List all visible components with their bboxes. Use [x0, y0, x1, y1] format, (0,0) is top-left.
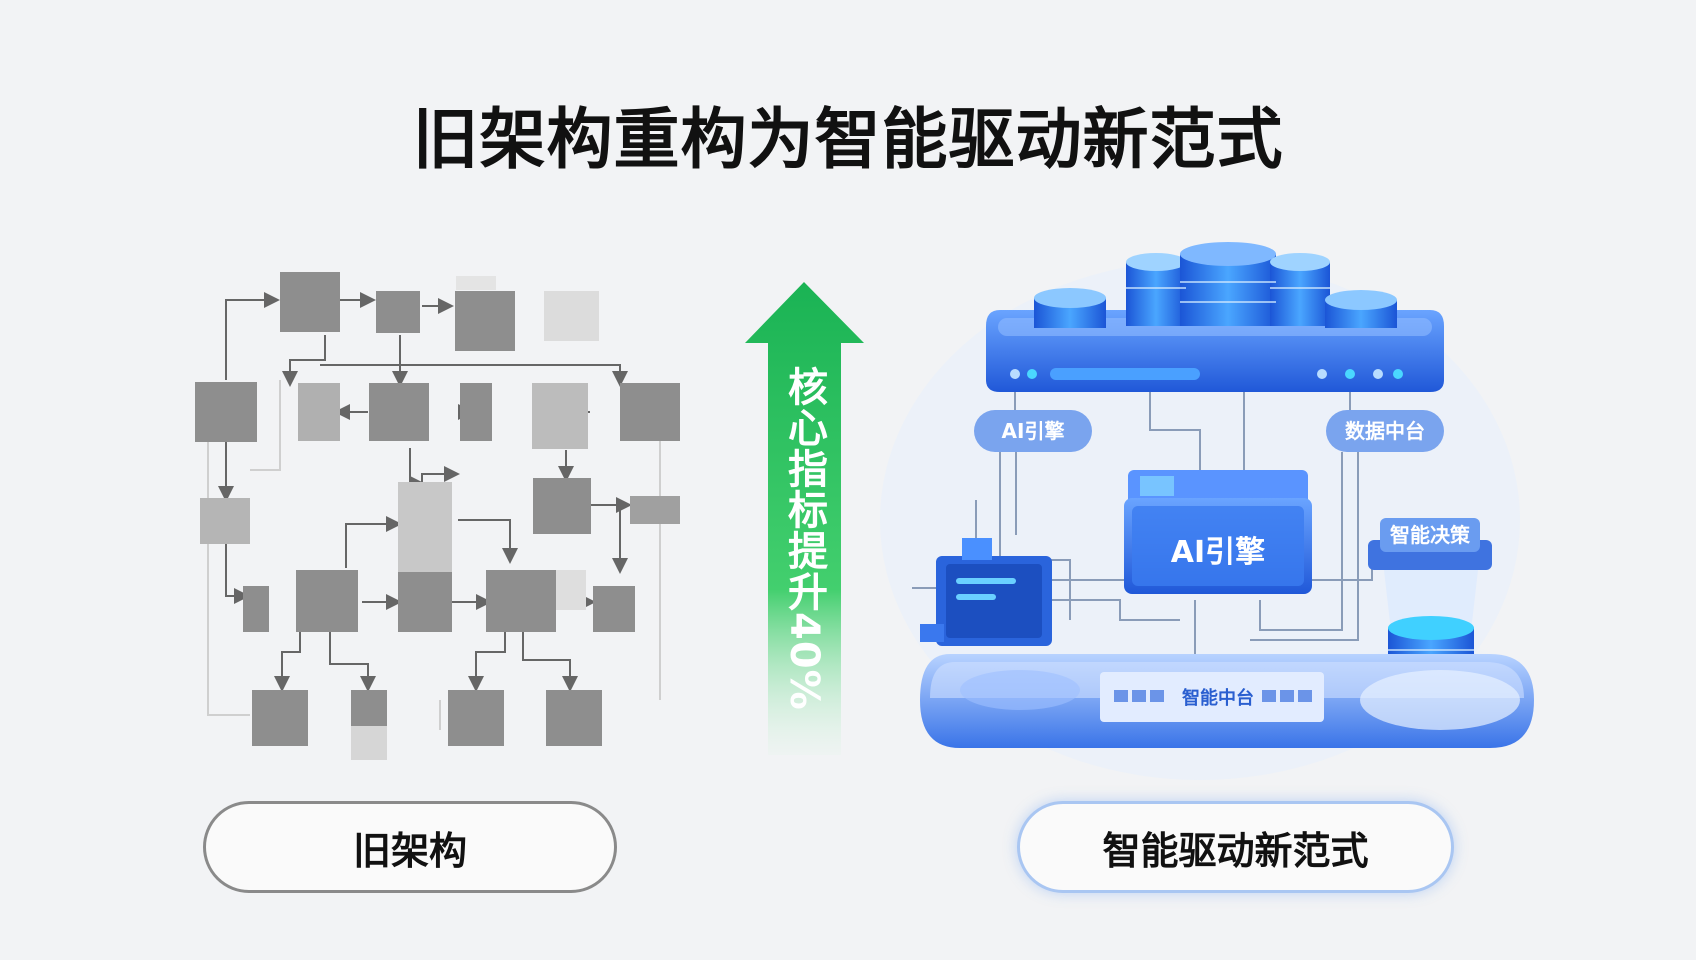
old-box-faded	[398, 482, 452, 572]
old-box-faded	[556, 570, 586, 610]
ai-engine-box-label: AI引擎	[1171, 535, 1265, 570]
ai-engine-tag-label: AI引擎	[1002, 419, 1065, 443]
server-rack-icon	[986, 310, 1444, 392]
old-box-faded	[351, 726, 387, 760]
old-box	[533, 478, 591, 534]
platform-base: 智能中台	[920, 654, 1534, 748]
old-box-faded	[200, 498, 250, 544]
old-box	[620, 383, 680, 441]
old-box	[252, 690, 308, 746]
new-architecture-diagram: AI引擎 数据中台 AI引擎 智能决策	[880, 242, 1534, 780]
page-title: 旧架构重构为智能驱动新范式	[412, 101, 1284, 178]
old-box-faded	[298, 383, 340, 441]
old-box	[369, 383, 429, 441]
old-box	[455, 291, 515, 351]
old-box-faded	[532, 383, 588, 449]
old-box-faded	[456, 276, 496, 290]
old-box	[376, 291, 420, 333]
platform-label: 智能中台	[1182, 687, 1254, 709]
old-box	[593, 586, 635, 632]
ai-engine-box: AI引擎	[1124, 470, 1312, 594]
arrow-label: 核心指标提升40%	[781, 366, 827, 711]
old-architecture-label: 旧架构	[203, 801, 617, 893]
monitor-device-icon	[920, 538, 1052, 646]
old-architecture-diagram	[195, 272, 680, 760]
database-cylinders-icon	[1034, 242, 1397, 328]
old-box	[280, 272, 340, 332]
old-box	[296, 570, 358, 632]
old-box	[486, 570, 556, 632]
improvement-arrow	[745, 282, 864, 755]
data-center-tag: 数据中台	[1326, 410, 1444, 452]
old-box-faded	[544, 291, 599, 341]
old-box	[448, 690, 504, 746]
data-center-tag-label: 数据中台	[1345, 419, 1425, 443]
old-box	[546, 690, 602, 746]
old-box	[195, 382, 257, 442]
old-box	[351, 690, 387, 726]
old-box	[398, 570, 452, 632]
smart-decision-label: 智能决策	[1390, 523, 1471, 547]
old-box	[243, 586, 269, 632]
old-box-faded	[630, 496, 680, 524]
new-paradigm-label: 智能驱动新范式	[1017, 801, 1454, 893]
ai-engine-tag: AI引擎	[974, 410, 1092, 452]
old-box	[460, 383, 492, 441]
